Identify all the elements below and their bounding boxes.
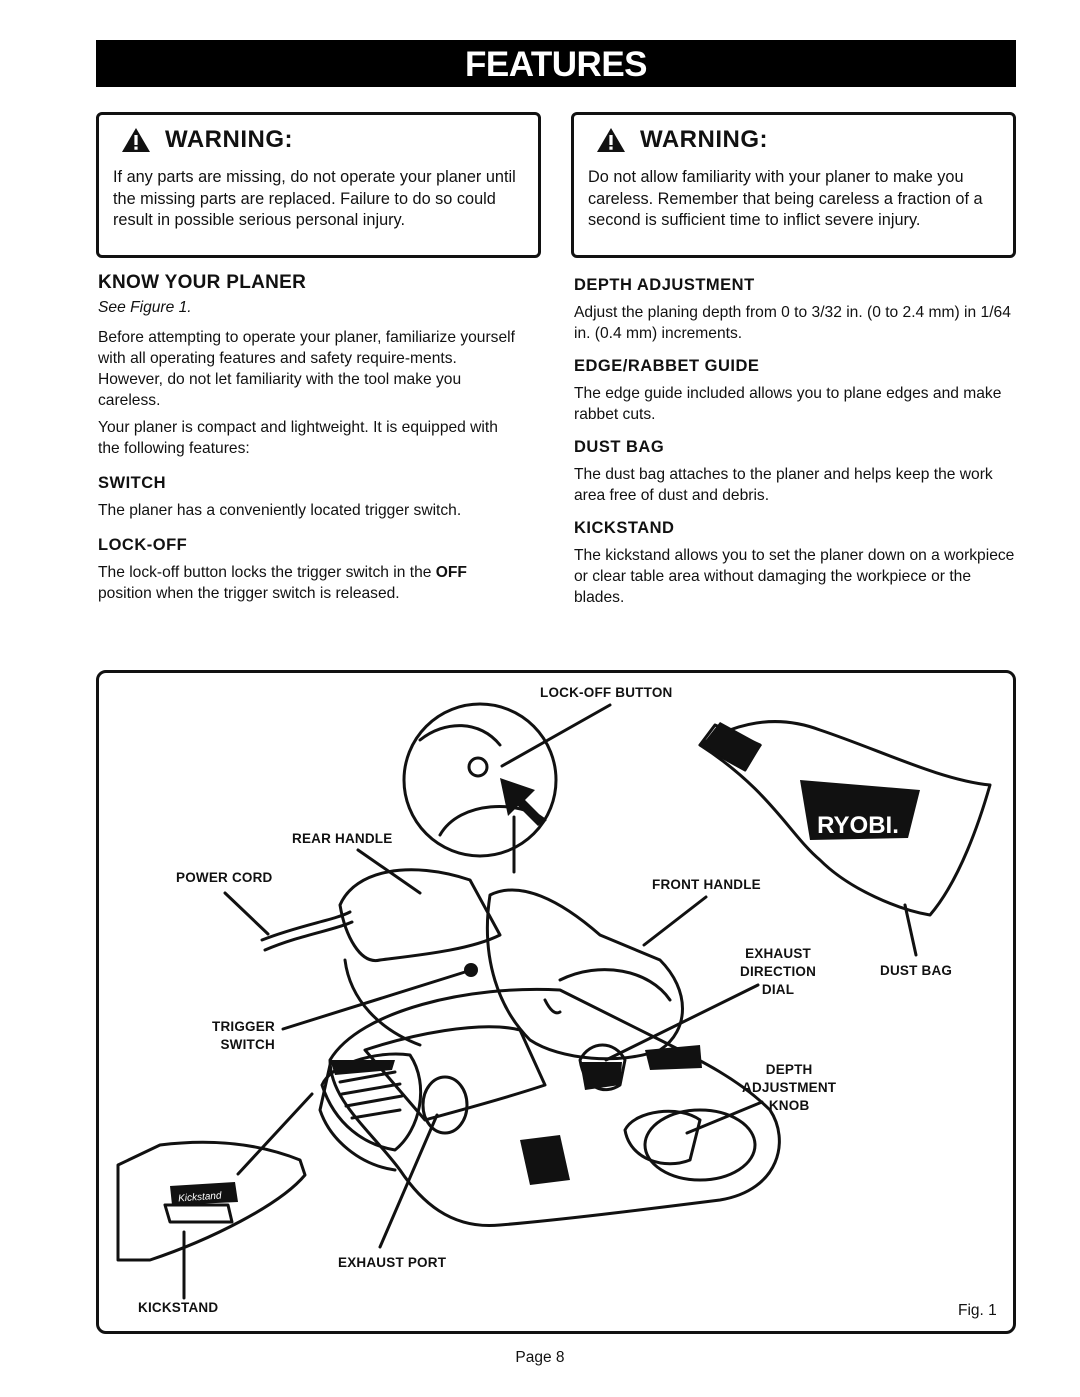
edge-rabbet-heading: EDGE/RABBET GUIDE [574, 357, 760, 375]
warning-text: If any parts are missing, do not operate… [113, 168, 516, 229]
dust-bag-text: The dust bag attaches to the planer and … [574, 466, 993, 504]
depth-adjustment-text: Adjust the planing depth from 0 to 3/32 … [574, 304, 1011, 342]
label-depth-adjustment-knob: DEPTH ADJUSTMENT KNOB [742, 1062, 837, 1113]
label-dust-bag: DUST BAG [880, 963, 953, 978]
warning-triangle-icon [597, 128, 625, 152]
warning-box-missing-parts: WARNING: If any parts are missing, do no… [96, 112, 541, 258]
warning-title: WARNING: [596, 125, 999, 155]
kickstand-mark: Kickstand [178, 1190, 222, 1204]
know-your-planer-heading: KNOW YOUR PLANER [98, 272, 307, 293]
warning-text: Do not allow familiarity with your plane… [588, 168, 983, 229]
left-column: KNOW YOUR PLANER See Figure 1. Before at… [98, 272, 516, 604]
kickstand-text: The kickstand allows you to set the plan… [574, 547, 1015, 606]
label-lock-off-button: LOCK-OFF BUTTON [540, 685, 673, 700]
label-rear-handle: REAR HANDLE [292, 831, 393, 846]
right-column: DEPTH ADJUSTMENT Adjust the planing dept… [574, 272, 1016, 608]
figure-number: Fig. 1 [958, 1302, 997, 1319]
label-front-handle: FRONT HANDLE [652, 877, 761, 892]
intro-paragraph-2: Your planer is compact and lightweight. … [98, 419, 498, 457]
features-banner: FEATURES [96, 40, 1016, 87]
label-kickstand: KICKSTAND [138, 1300, 219, 1315]
depth-adjustment-heading: DEPTH ADJUSTMENT [574, 276, 755, 294]
warning-title: WARNING: [121, 125, 524, 155]
label-power-cord: POWER CORD [176, 870, 273, 885]
label-exhaust-port: EXHAUST PORT [338, 1255, 447, 1270]
kickstand-heading: KICKSTAND [574, 519, 675, 537]
switch-heading: SWITCH [98, 474, 167, 492]
intro-paragraph: Before attempting to operate your planer… [98, 329, 515, 409]
label-trigger-switch: TRIGGER SWITCH [212, 1019, 275, 1052]
warning-box-familiarity: WARNING: Do not allow familiarity with y… [571, 112, 1016, 258]
ryobi-logo: RYOBI. [817, 812, 899, 839]
page-number: Page 8 [515, 1349, 565, 1366]
edge-rabbet-text: The edge guide included allows you to pl… [574, 385, 1002, 423]
dust-bag-heading: DUST BAG [574, 438, 665, 456]
warning-triangle-icon [122, 128, 150, 152]
switch-text: The planer has a conveniently located tr… [98, 502, 462, 519]
see-figure-note: See Figure 1. [98, 299, 192, 316]
figure-1-panel [96, 670, 1016, 1334]
lockoff-text: The lock-off button locks the trigger sw… [98, 564, 467, 602]
label-exhaust-direction-dial: EXHAUST DIRECTION DIAL [740, 946, 817, 997]
lockoff-heading: LOCK-OFF [98, 536, 188, 554]
